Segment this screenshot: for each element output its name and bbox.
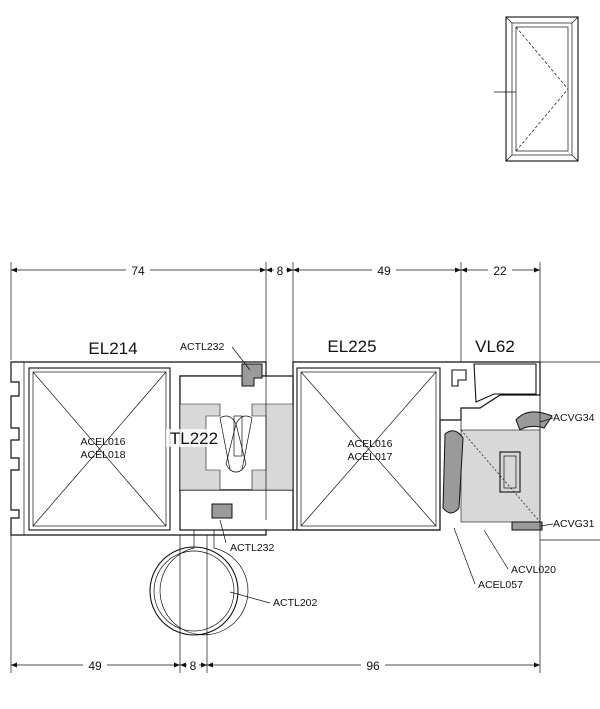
label-sash-insert-2: ACEL017 <box>348 451 393 463</box>
label-acvg34: ACVG34 <box>553 412 595 424</box>
label-actl202: ACTL202 <box>273 597 318 609</box>
dim-top-74: 74 <box>131 264 145 278</box>
label-el214: EL214 <box>88 339 137 358</box>
label-el225: EL225 <box>327 337 376 356</box>
dim-top-22: 22 <box>493 264 507 278</box>
label-acel057: ACEL057 <box>478 579 523 591</box>
label-actl232-top: ACTL232 <box>180 341 225 353</box>
glazing-unit <box>442 361 600 541</box>
sash-profile <box>292 361 541 531</box>
label-frame-insert-1: ACEL016 <box>81 436 126 448</box>
label-acvl020: ACVL020 <box>511 564 556 576</box>
round-connector <box>149 530 249 636</box>
dim-top-49: 49 <box>377 264 391 278</box>
tbar-profile <box>179 362 294 531</box>
label-actl232-bottom: ACTL232 <box>230 542 275 554</box>
top-dimension-line <box>10 262 541 430</box>
label-tl222: TL222 <box>170 429 218 448</box>
label-frame-insert-2: ACEL018 <box>81 449 126 461</box>
dim-bottom-49: 49 <box>88 659 102 673</box>
dim-bottom-8: 8 <box>190 659 197 673</box>
label-acvg31: ACVG31 <box>553 518 595 530</box>
dim-bottom-96: 96 <box>366 659 380 673</box>
label-sash-insert-1: ACEL016 <box>348 438 393 450</box>
window-elevation-icon <box>494 16 579 162</box>
dim-top-8: 8 <box>277 264 284 278</box>
leader-lines <box>219 346 554 604</box>
label-vl62: VL62 <box>475 337 515 356</box>
